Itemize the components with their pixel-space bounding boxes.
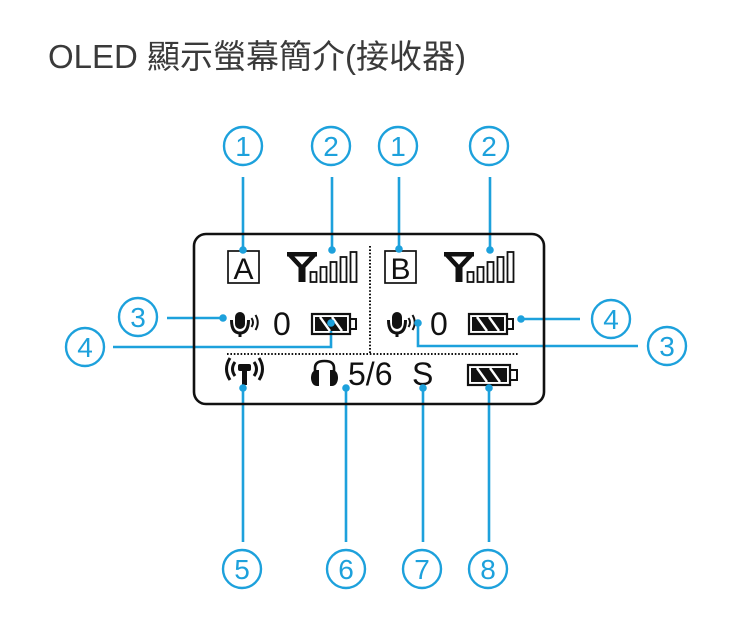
callout-number: 5	[234, 554, 250, 585]
callout-5-broadcast: 5	[221, 548, 263, 590]
leader-dot	[395, 245, 403, 253]
channel-b-battery	[467, 312, 514, 336]
channel-b-signal	[444, 251, 515, 283]
signal-bar	[349, 251, 358, 283]
signal-bar	[466, 271, 475, 283]
callout-circle	[64, 326, 106, 368]
signal-bars	[466, 251, 515, 283]
microphone-icon	[387, 312, 407, 337]
status-headphone: 5/6	[311, 356, 392, 392]
callout-number: 6	[338, 554, 354, 585]
broadcast-tower-icon	[225, 357, 264, 385]
callout-circle	[468, 125, 510, 167]
callout-1-channel-b: 1	[377, 125, 419, 167]
callout-2-channel-b: 2	[468, 125, 510, 167]
channel-b-label: B	[384, 250, 417, 286]
leader-dot	[239, 246, 247, 254]
callout-8-battery: 8	[467, 548, 509, 590]
callout-4-channel-b: 4	[590, 298, 632, 340]
headphone-value: 5/6	[348, 356, 392, 392]
status-mode: S	[412, 356, 433, 392]
channel-b: B	[384, 250, 515, 342]
callout-circle	[117, 296, 159, 338]
callout-number: 4	[603, 304, 619, 335]
antenna-icon	[444, 252, 474, 282]
leader-dot	[239, 384, 247, 392]
headphone-icon	[311, 359, 338, 386]
callout-number: 2	[323, 131, 339, 162]
signal-bar	[476, 266, 485, 283]
signal-bar	[339, 256, 348, 283]
microphone-icon	[230, 312, 250, 337]
channel-a-label: A	[227, 250, 260, 286]
callout-circle	[325, 548, 367, 590]
signal-bar	[329, 261, 338, 283]
callout-2-channel-a: 2	[310, 125, 352, 167]
signal-bar	[486, 261, 495, 283]
status-broadcast	[225, 357, 264, 385]
oled-display: A	[192, 232, 546, 406]
status-row: 5/6 S	[225, 356, 518, 392]
callout-7-mode: 7	[401, 548, 443, 590]
callout-number: 2	[481, 131, 497, 162]
callout-3-channel-a: 3	[117, 296, 159, 338]
leader-dots	[219, 245, 525, 392]
callout-number: 4	[77, 332, 93, 363]
battery-icon	[467, 312, 514, 336]
callout-circle	[646, 325, 688, 367]
leader-line-3b	[416, 323, 638, 348]
mode-indicator: S	[412, 356, 433, 392]
callout-circle	[222, 125, 264, 167]
leader-dot	[419, 384, 427, 392]
callout-circle	[467, 548, 509, 590]
channel-a-signal	[287, 251, 358, 283]
callout-circle	[310, 125, 352, 167]
callout-1-channel-a: 1	[222, 125, 264, 167]
callout-4-channel-a: 4	[64, 326, 106, 368]
signal-bars	[309, 251, 358, 283]
leader-dot	[486, 246, 494, 254]
battery-icon	[466, 363, 518, 387]
signal-bar	[496, 256, 505, 283]
callout-3-channel-b: 3	[646, 325, 688, 367]
callout-circle	[377, 125, 419, 167]
callout-number: 1	[235, 131, 251, 162]
channel-a: A	[227, 250, 358, 342]
callout-circle	[221, 548, 263, 590]
leader-dot	[327, 319, 335, 327]
callout-badges: 1 2 1 2 3 4 4 3	[64, 125, 688, 590]
callout-number: 1	[390, 131, 406, 162]
signal-bar	[506, 251, 515, 283]
callout-number: 8	[480, 554, 496, 585]
leader-dot	[342, 384, 350, 392]
audio-level-value: 0	[273, 306, 291, 342]
audio-level-value: 0	[430, 306, 448, 342]
display-frame	[192, 232, 546, 406]
channel-label-text: B	[390, 253, 410, 286]
signal-bar	[319, 266, 328, 283]
signal-bar	[309, 271, 318, 283]
page-title: OLED 顯示螢幕簡介(接收器)	[48, 38, 466, 75]
sound-waves-icon	[407, 314, 416, 331]
sound-waves-icon	[250, 314, 259, 331]
callout-number: 3	[130, 302, 146, 333]
status-battery	[466, 363, 518, 387]
leader-dot	[485, 384, 493, 392]
callout-number: 7	[414, 554, 430, 585]
antenna-icon	[287, 252, 317, 282]
leader-dot	[517, 315, 525, 323]
leader-dot	[219, 314, 227, 322]
callout-circle	[590, 298, 632, 340]
channel-label-text: A	[233, 253, 253, 286]
leader-dot	[328, 246, 336, 254]
callout-number: 3	[659, 331, 675, 362]
leader-dot	[414, 319, 422, 327]
callout-circle	[401, 548, 443, 590]
callout-6-headphone: 6	[325, 548, 367, 590]
channel-a-microphone: 0	[230, 306, 291, 342]
